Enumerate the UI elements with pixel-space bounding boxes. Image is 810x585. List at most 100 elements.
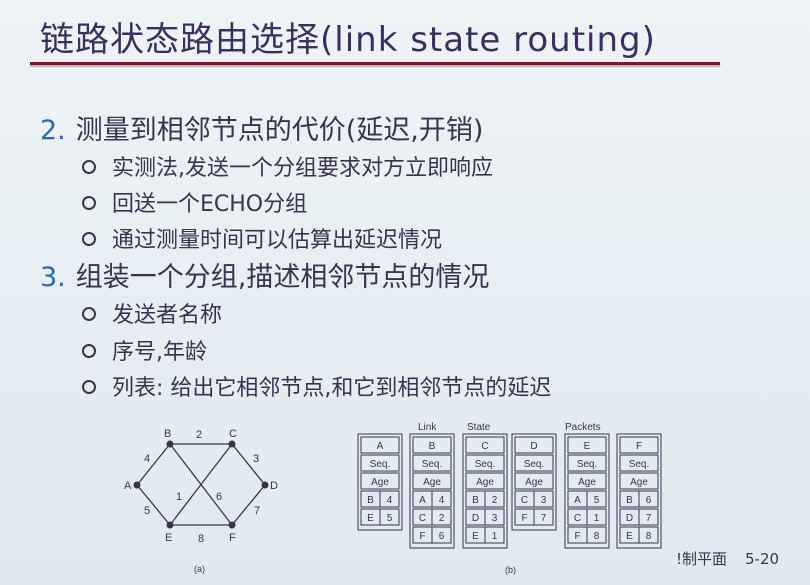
bullet-text: 序号,年龄: [112, 340, 207, 365]
packet-f-cost: 8: [646, 531, 652, 542]
node-b-label: B: [164, 428, 171, 440]
node-c-dot: [228, 440, 236, 448]
packet-b-neighbor: A: [419, 495, 426, 506]
packet-d-name: D: [530, 441, 537, 452]
bullet-text: 回送一个ECHO分组: [112, 192, 308, 217]
packet-d-neighbor: F: [521, 513, 527, 524]
section-3-bullet-1: 发送者名称: [82, 297, 222, 329]
section-3-heading: 组装一个分组,描述相邻节点的情况: [75, 262, 490, 293]
packet-c-seq: Seq.: [475, 459, 496, 470]
packet-c-row: [465, 472, 505, 490]
packet-b-row: [412, 472, 452, 490]
weight-ef: 8: [198, 533, 204, 545]
bullet-circle-icon: [82, 380, 96, 394]
title-underline: [30, 62, 720, 65]
packet-a-age: Age: [371, 477, 389, 488]
section-2: 2.测量到相邻节点的代价(延迟,开销): [40, 108, 483, 147]
label-link: Link: [418, 422, 437, 433]
packet-f-cost: 6: [646, 495, 652, 506]
packet-c-name: C: [481, 441, 488, 452]
packet-c-cost: 3: [492, 513, 498, 524]
packet-f-neighbor: E: [626, 531, 633, 542]
node-d-dot: [261, 481, 269, 489]
packet-f-row: [619, 472, 659, 490]
packet-e-row: [567, 436, 607, 454]
packet-a-row: [360, 472, 400, 490]
page-number: 5-20: [745, 550, 780, 568]
packet-b-cost: 2: [439, 513, 445, 524]
packet-e-name: E: [584, 441, 591, 452]
packet-f-row: [619, 436, 659, 454]
packet-b-frame: [409, 433, 455, 549]
node-a-label: A: [124, 480, 132, 492]
packet-d-seq: Seq.: [524, 459, 545, 470]
bullet-circle-icon: [82, 232, 96, 246]
edge-df: [231, 484, 266, 526]
packet-b-cost: 4: [439, 495, 445, 506]
bullet-text: 发送者名称: [112, 303, 223, 328]
packet-a-cost: 5: [387, 513, 393, 524]
packet-b-name: B: [429, 441, 436, 452]
packet-c-neighbor: D: [472, 513, 479, 524]
packet-e-age: Age: [578, 477, 596, 488]
packet-a-cost: 4: [387, 495, 393, 506]
bullet-circle-icon: [82, 307, 96, 321]
packet-e-row: [567, 454, 607, 472]
section-2-bullet-3: 通过测量时间可以估算出延迟情况: [82, 222, 442, 254]
section-3-number: 3.: [40, 262, 66, 293]
packet-a-seq: Seq.: [370, 459, 391, 470]
node-a-dot: [133, 481, 141, 489]
packet-d-cost: 7: [541, 513, 547, 524]
edge-ce: [169, 443, 233, 526]
packet-e-cost: 1: [594, 513, 600, 524]
weight-ab: 4: [144, 453, 150, 465]
packet-a-name: A: [377, 441, 384, 452]
section-2-bullet-2: 回送一个ECHO分组: [82, 186, 307, 218]
packet-a-row: [360, 436, 400, 454]
node-b-dot: [166, 440, 174, 448]
packet-a-row: [360, 454, 400, 472]
node-c-label: C: [229, 428, 237, 440]
packet-e-frame: [564, 433, 610, 549]
packet-e-neighbor: A: [574, 495, 581, 506]
bullet-text: 通过测量时间可以估算出延迟情况: [112, 228, 443, 253]
packet-f-row: [619, 454, 659, 472]
weight-ae: 5: [144, 505, 150, 517]
edge-cd: [231, 443, 266, 486]
packet-a-neighbor: B: [367, 495, 374, 506]
packet-f-neighbor: B: [626, 495, 633, 506]
packet-d-row: [514, 472, 554, 490]
section-2-bullet-1: 实测法,发送一个分组要求对方立即响应: [82, 150, 493, 182]
weight-bc: 2: [196, 429, 202, 441]
figure-b-caption: (b): [505, 565, 516, 575]
packet-e-seq: Seq.: [577, 459, 598, 470]
weight-bf: 6: [216, 491, 222, 503]
packet-c-row: [465, 454, 505, 472]
packet-f-cost: 7: [646, 513, 652, 524]
node-e-label: E: [165, 532, 172, 544]
packet-f-age: Age: [630, 477, 648, 488]
packet-e-cost: 5: [594, 495, 600, 506]
bullet-circle-icon: [82, 344, 96, 358]
packet-c-cost: 1: [492, 531, 498, 542]
bullet-text: 实测法,发送一个分组要求对方立即响应: [112, 156, 493, 181]
packet-b-cost: 6: [439, 531, 445, 542]
packet-b-row: [412, 436, 452, 454]
packet-c-age: Age: [476, 477, 494, 488]
bullet-text: 列表: 给出它相邻节点,和它到相邻节点的延迟: [112, 376, 552, 401]
node-e-dot: [166, 521, 174, 529]
packet-b-age: Age: [423, 477, 441, 488]
node-f-dot: [228, 521, 236, 529]
weight-cd: 3: [253, 453, 259, 465]
packet-d-cost: 3: [541, 495, 547, 506]
edge-ab: [136, 443, 171, 486]
packet-b-seq: Seq.: [422, 459, 443, 470]
figure-a-caption: (a): [194, 564, 205, 574]
packet-b-neighbor: C: [419, 513, 426, 524]
packet-f-neighbor: D: [626, 513, 633, 524]
packet-d-frame: [511, 433, 557, 531]
bullet-circle-icon: [82, 196, 96, 210]
node-d-label: D: [270, 480, 278, 492]
packet-e-row: [567, 472, 607, 490]
